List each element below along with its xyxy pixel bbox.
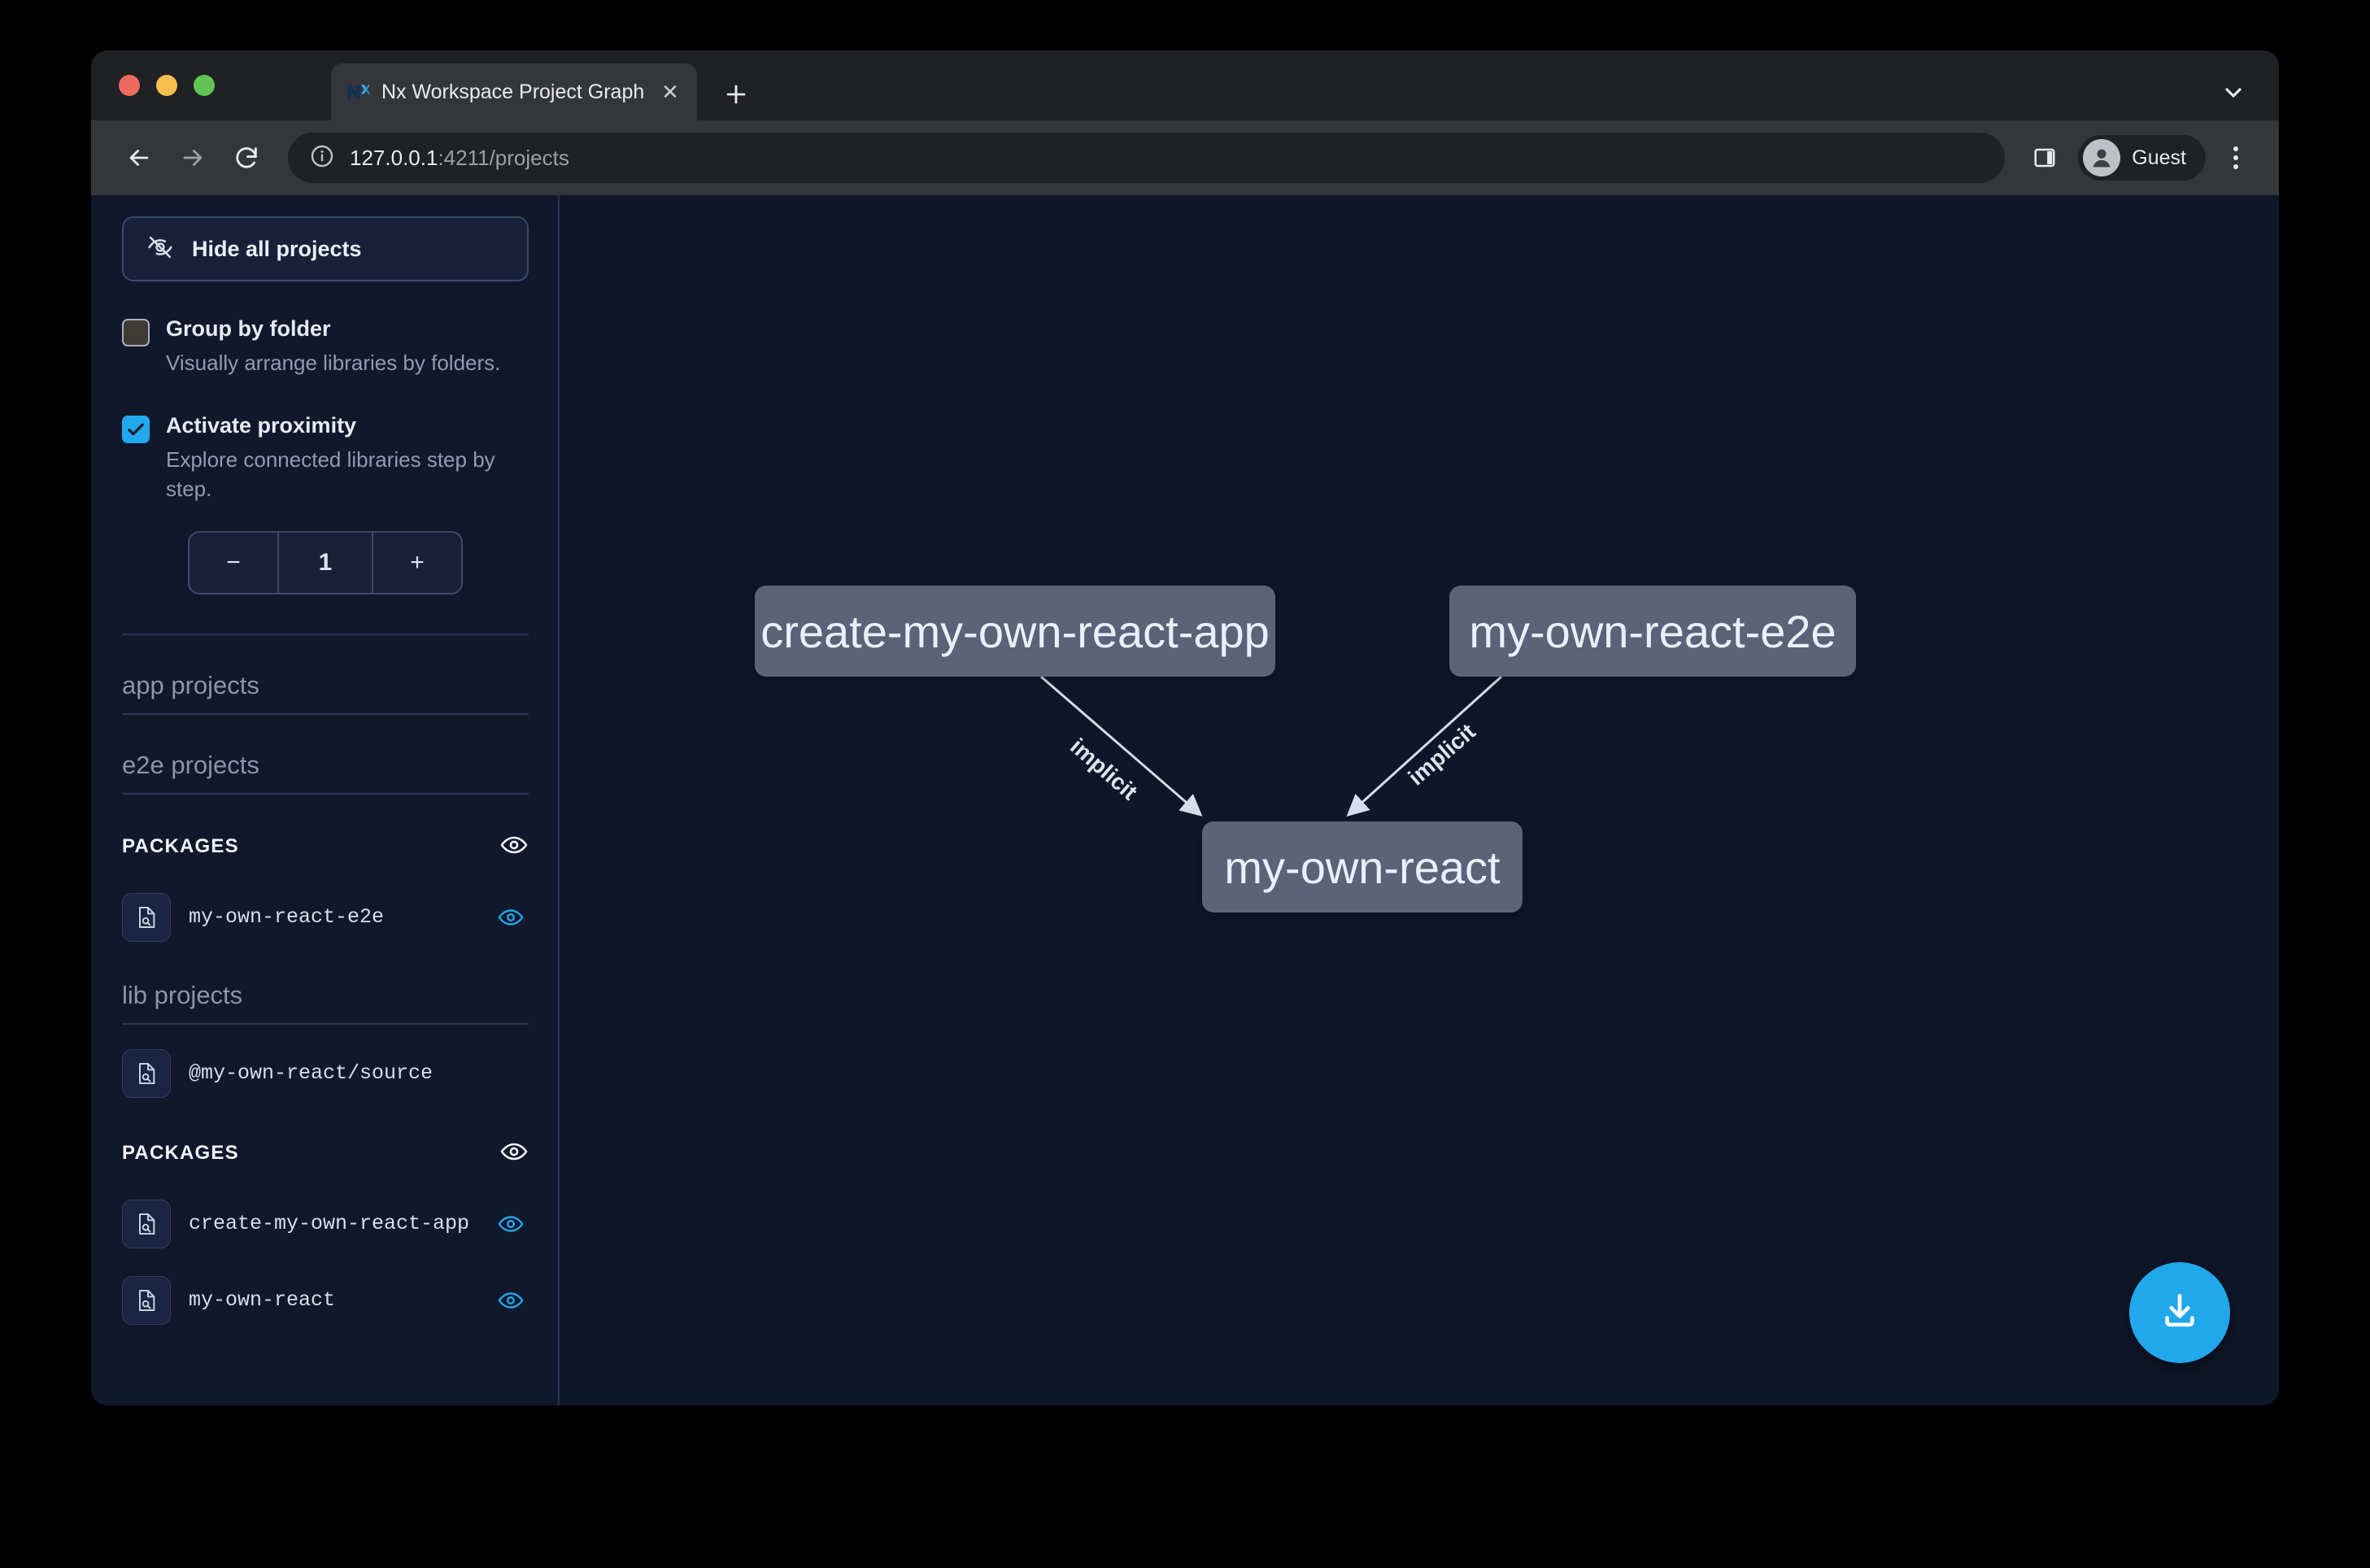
file-search-icon (122, 893, 171, 942)
group-by-folder-label: Group by folder (166, 316, 331, 341)
edge-e2e-to-my-own-react (1350, 677, 1501, 813)
eye-icon[interactable] (499, 830, 529, 864)
graph-node-my-own-react-e2e[interactable]: my-own-react-e2e (1449, 586, 1856, 677)
window-controls (119, 75, 215, 96)
option-activate-proximity[interactable]: Activate proximity Explore connected lib… (122, 412, 529, 503)
hide-all-projects-button[interactable]: Hide all projects (122, 216, 529, 281)
list-item-label: create-my-own-react-app (189, 1212, 475, 1235)
browser-toolbar: 127.0.0.1:4211/projects Guest (91, 120, 2279, 195)
section-label: PACKAGES (122, 835, 239, 858)
group-header-lib-projects: lib projects (122, 981, 529, 1025)
profile-button[interactable]: Guest (2078, 135, 2206, 181)
list-item-label: my-own-react (189, 1288, 475, 1312)
forward-arrow-icon[interactable] (169, 134, 216, 181)
section-header-packages-lib[interactable]: PACKAGES (122, 1137, 529, 1175)
activate-proximity-checkbox[interactable] (122, 416, 150, 443)
plus-icon[interactable] (721, 80, 751, 109)
info-circle-icon[interactable] (309, 143, 335, 173)
close-icon[interactable]: ✕ (658, 80, 682, 104)
browser-tab[interactable]: Nx Workspace Project Graph ✕ (331, 63, 697, 120)
eye-icon[interactable] (499, 1137, 529, 1170)
section-label: PACKAGES (122, 1142, 239, 1165)
reload-icon[interactable] (223, 134, 270, 181)
list-item-label: @my-own-react/source (189, 1061, 475, 1085)
activate-proximity-description: Explore connected libraries step by step… (166, 446, 529, 503)
project-visibility-toggle[interactable] (493, 1287, 529, 1314)
sidebar: Hide all projects Group by folder Visual… (91, 195, 560, 1405)
project-visibility-toggle[interactable] (493, 1210, 529, 1238)
tab-title: Nx Workspace Project Graph (381, 81, 647, 104)
node-label: my-own-react-e2e (1469, 605, 1836, 658)
graph-edges (560, 195, 2279, 1405)
list-item[interactable]: create-my-own-react-app (122, 1196, 529, 1252)
node-label: create-my-own-react-app (760, 605, 1270, 658)
file-search-icon (122, 1049, 171, 1098)
browser-window: Nx Workspace Project Graph ✕ (91, 50, 2279, 1405)
group-by-folder-description: Visually arrange libraries by folders. (166, 349, 529, 377)
list-item[interactable]: my-own-react (122, 1273, 529, 1328)
profile-name: Guest (2132, 146, 2186, 170)
close-window-button[interactable] (119, 75, 140, 96)
list-item[interactable]: my-own-react-e2e (122, 890, 529, 945)
file-search-icon (122, 1276, 171, 1325)
maximize-window-button[interactable] (194, 75, 215, 96)
activate-proximity-label: Activate proximity (166, 413, 356, 438)
proximity-value: 1 (277, 533, 373, 593)
proximity-stepper[interactable]: − 1 + (188, 531, 463, 595)
url-host: 127.0.0.1 (350, 146, 438, 170)
nx-logo-icon (346, 80, 370, 104)
graph-node-my-own-react[interactable]: my-own-react (1202, 821, 1523, 912)
hide-all-projects-label: Hide all projects (192, 237, 362, 262)
group-header-e2e-projects: e2e projects (122, 751, 529, 795)
download-graph-button[interactable] (2129, 1262, 2230, 1363)
option-group-by-folder[interactable]: Group by folder Visually arrange librari… (122, 316, 529, 378)
back-arrow-icon[interactable] (115, 134, 163, 181)
eye-off-icon (146, 233, 174, 265)
minimize-window-button[interactable] (156, 75, 177, 96)
chevron-down-icon[interactable] (2217, 78, 2250, 107)
sidebar-divider-line (122, 634, 529, 635)
side-panel-icon[interactable] (2026, 139, 2063, 176)
download-icon (2157, 1288, 2202, 1338)
address-bar[interactable]: 127.0.0.1:4211/projects (288, 133, 2005, 183)
url-text: 127.0.0.1:4211/projects (350, 146, 569, 171)
group-header-app-projects: app projects (122, 671, 529, 715)
project-graph-canvas[interactable]: implicit implicit create-my-own-react-ap… (560, 195, 2279, 1405)
section-header-packages-e2e[interactable]: PACKAGES (122, 830, 529, 869)
url-path: :4211/projects (438, 146, 569, 170)
page-viewport: Hide all projects Group by folder Visual… (91, 195, 2279, 1405)
group-by-folder-checkbox[interactable] (122, 319, 150, 346)
proximity-decrement-button[interactable]: − (190, 533, 277, 593)
three-dots-vertical-icon[interactable] (2217, 135, 2255, 181)
tab-strip: Nx Workspace Project Graph ✕ (91, 50, 2279, 120)
node-label: my-own-react (1224, 841, 1500, 894)
proximity-increment-button[interactable]: + (373, 533, 461, 593)
list-item[interactable]: @my-own-react/source (122, 1046, 529, 1101)
list-item-label: my-own-react-e2e (189, 905, 475, 929)
user-avatar-icon (2083, 139, 2120, 176)
file-search-icon (122, 1200, 171, 1248)
project-visibility-toggle[interactable] (493, 904, 529, 931)
graph-node-create-my-own-react-app[interactable]: create-my-own-react-app (755, 586, 1275, 677)
